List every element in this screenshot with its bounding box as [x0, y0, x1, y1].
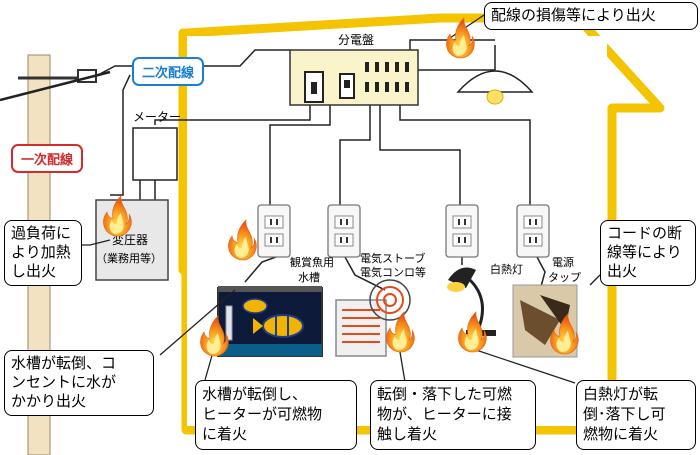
outlet-4	[516, 204, 550, 258]
lamp-bulb-glow	[486, 89, 504, 105]
bulb-fire-callout: 白熱灯が転 倒･落下し可 燃物に着火	[576, 380, 696, 450]
callout-line: 転倒・落下した可燃	[377, 385, 513, 403]
transformer-label-2: （業務用等）	[96, 251, 162, 265]
callout-leaders	[72, 14, 601, 384]
distribution-board-label: 分電盤	[338, 33, 374, 47]
meter-box	[132, 127, 178, 181]
callout-line: コードの断	[607, 224, 683, 242]
fish-2	[242, 298, 268, 314]
tap-label-2: タップ	[548, 271, 581, 284]
callout-line: 水槽が転倒し、	[202, 385, 308, 403]
stove-label-1: 電気ストーブ	[360, 251, 425, 265]
overload-callout: 過負荷に より加熱 し出火	[4, 220, 82, 286]
callout-line: し出火	[11, 262, 57, 280]
meter-label: メーター	[133, 110, 181, 124]
electric-heater	[335, 279, 411, 357]
callout-line: 倒･落下し可	[583, 405, 666, 423]
primary-wiring-tag: 一次配線	[11, 144, 84, 173]
secondary-wiring-tag: 二次配線	[132, 57, 205, 86]
aquarium-label-2: 水槽	[298, 271, 320, 284]
aquarium-label-1: 観賞魚用	[290, 255, 334, 269]
stove-label-2: 電気コンロ等	[360, 265, 426, 279]
cord-break-callout: コードの断 線等により 出火	[600, 220, 696, 286]
bulb-label: 白熱灯	[490, 262, 523, 276]
callout-line: 過負荷に	[11, 224, 72, 242]
tank-heater-callout: 水槽が転倒し、 ヒーターが可燃物 に着火	[195, 380, 357, 450]
callout-line: 触し着火	[377, 425, 438, 443]
tap-label-1: 電源	[552, 255, 574, 269]
callout-line: に着火	[202, 425, 248, 443]
callout-line: より加熱	[11, 243, 71, 261]
tank-water-callout: 水槽が転倒、コ ンセントに水が かかり出火	[4, 350, 154, 416]
callout-line: かかり出火	[11, 392, 87, 410]
aquarium	[217, 286, 323, 357]
outlet-3	[445, 204, 479, 258]
callout-line: 水槽が転倒、コ	[11, 354, 117, 372]
callout-line: ヒーターが可燃物	[202, 405, 323, 423]
ceiling-lamp	[456, 70, 534, 93]
pole-wire	[0, 70, 111, 102]
callout-line: 白熱灯が転	[583, 385, 659, 403]
callout-line: 出火	[607, 262, 638, 280]
callout-line: 物が、ヒーターに接	[377, 405, 512, 423]
outlet-1	[257, 204, 291, 258]
fan-heater	[369, 279, 411, 321]
outlet-2	[327, 204, 361, 258]
stove-fire-callout: 転倒・落下した可燃 物が、ヒーターに接 触し着火	[370, 380, 536, 450]
fish-1	[262, 314, 304, 338]
callout-line: 線等により	[607, 243, 682, 261]
breaker-switch	[311, 82, 317, 94]
callout-line: 燃物に着火	[583, 425, 659, 443]
wiring-damage-callout: 配線の損傷等により出火	[484, 2, 698, 30]
callout-line: ンセントに水が	[11, 373, 117, 391]
branch-breakers	[365, 62, 409, 92]
leakage-switch	[344, 80, 350, 88]
